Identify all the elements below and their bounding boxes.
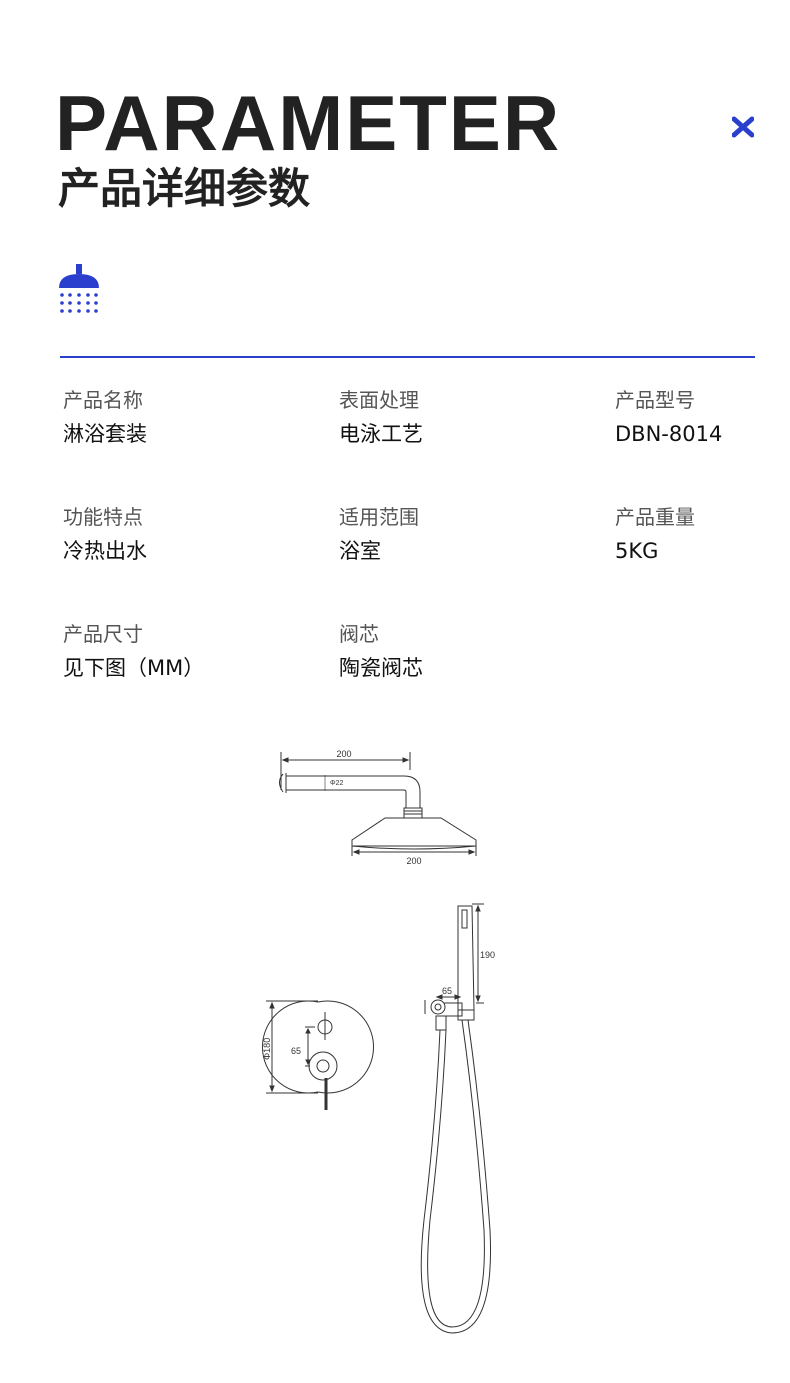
overhead-shower-drawing: 200 Φ22 200 bbox=[279, 749, 477, 866]
spec-value: DBN-8014 bbox=[615, 422, 723, 446]
spec-item-model: 产品型号 DBN-8014 bbox=[615, 388, 790, 447]
spec-item-weight: 产品重量 5KG bbox=[615, 505, 790, 564]
spec-label: 表面处理 bbox=[339, 388, 419, 412]
handle-spacing-label: 65 bbox=[291, 1046, 301, 1056]
head-diameter-label: 200 bbox=[406, 856, 421, 866]
spec-item-name: 产品名称 淋浴套装 bbox=[63, 388, 303, 447]
pipe-diameter-label: Φ22 bbox=[330, 780, 343, 787]
spec-value: 电泳工艺 bbox=[339, 422, 423, 446]
spec-item-function: 功能特点 冷热出水 bbox=[63, 505, 303, 564]
spec-label: 产品尺寸 bbox=[63, 622, 143, 646]
spec-label: 产品名称 bbox=[63, 388, 143, 412]
spec-label: 产品重量 bbox=[615, 505, 695, 529]
spec-label: 产品型号 bbox=[615, 388, 695, 412]
spec-value: 冷热出水 bbox=[63, 539, 147, 563]
close-icon[interactable] bbox=[731, 116, 755, 138]
spec-value: 5KG bbox=[615, 539, 659, 563]
spec-item-size: 产品尺寸 见下图（MM） bbox=[63, 622, 303, 681]
valve-diameter-label: Φ180 bbox=[262, 1038, 272, 1060]
shower-head-icon bbox=[56, 262, 102, 314]
spec-label: 适用范围 bbox=[339, 505, 419, 529]
spec-label: 功能特点 bbox=[63, 505, 143, 529]
spec-item-finish: 表面处理 电泳工艺 bbox=[339, 388, 579, 447]
hand-shower-drawing: 190 65 bbox=[420, 903, 495, 1334]
handheld-length-label: 190 bbox=[480, 950, 495, 960]
spec-item-scope: 适用范围 浴室 bbox=[339, 505, 579, 564]
arm-length-label: 200 bbox=[336, 749, 351, 759]
spec-label: 阀芯 bbox=[339, 622, 379, 646]
spec-value: 陶瓷阀芯 bbox=[339, 656, 423, 680]
spec-value: 浴室 bbox=[339, 539, 381, 563]
page-title-cn: 产品详细参数 bbox=[58, 164, 311, 213]
holder-offset-label: 65 bbox=[442, 986, 452, 996]
spec-value: 见下图（MM） bbox=[63, 656, 205, 680]
dimension-drawing: 200 Φ22 200 bbox=[0, 700, 790, 1383]
spec-item-valve: 阀芯 陶瓷阀芯 bbox=[339, 622, 579, 681]
page-title-en: PARAMETER bbox=[55, 79, 562, 167]
section-divider bbox=[60, 356, 755, 358]
spec-value: 淋浴套装 bbox=[63, 422, 147, 446]
mixer-valve-drawing: Φ180 65 bbox=[262, 1000, 374, 1110]
